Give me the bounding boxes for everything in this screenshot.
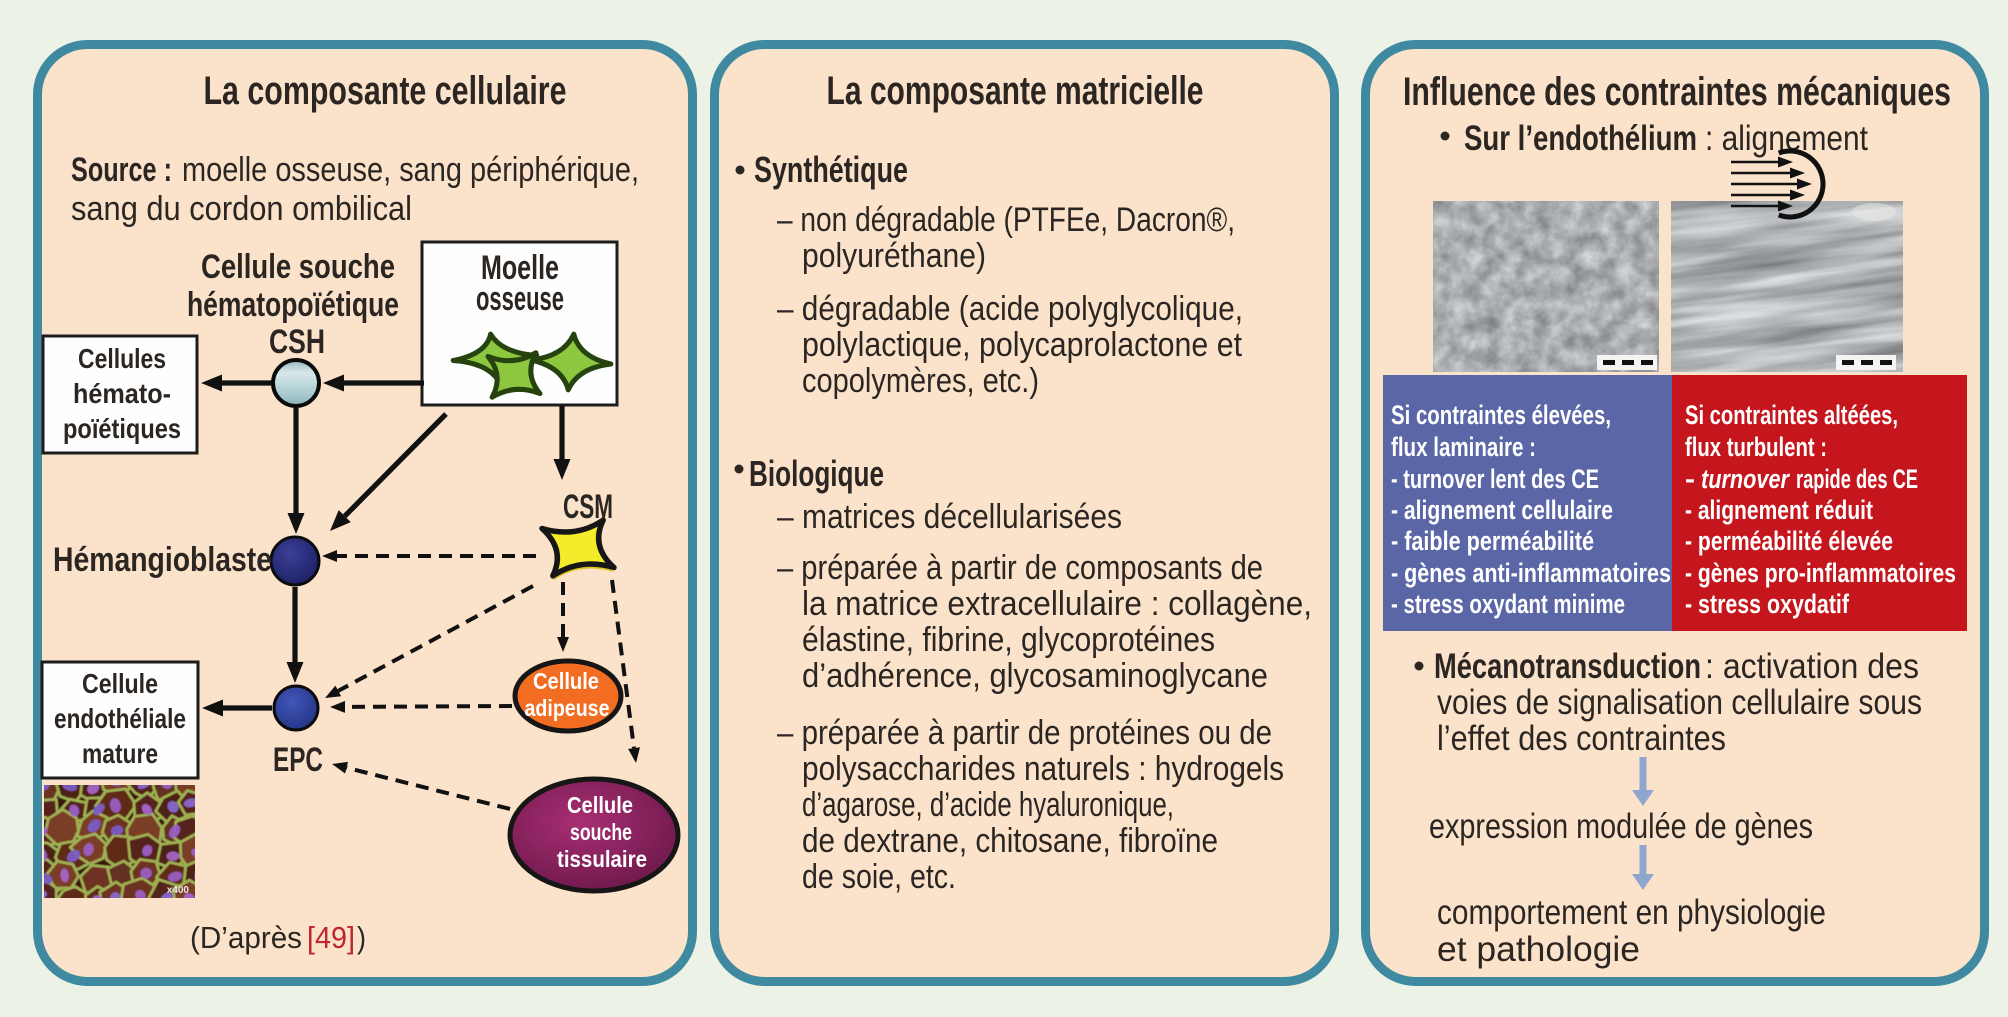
- svg-text:– matrices décellularisées: – matrices décellularisées: [777, 498, 1122, 536]
- svg-text:- alignement cellulaire: - alignement cellulaire: [1391, 495, 1613, 525]
- svg-text:élastine, fibrine, glycoprotéi: élastine, fibrine, glycoprotéines: [802, 621, 1215, 659]
- svg-text:- perméabilité élevée: - perméabilité élevée: [1685, 526, 1893, 556]
- svg-text:Si contraintes élevées,: Si contraintes élevées,: [1391, 400, 1611, 430]
- svg-text:flux laminaire :: flux laminaire :: [1391, 432, 1536, 462]
- svg-text:Hémangioblaste: Hémangioblaste: [53, 541, 272, 579]
- svg-text:Cellule: Cellule: [533, 668, 599, 694]
- svg-text:– dégradable (acide polyglycol: – dégradable (acide polyglycolique,: [777, 290, 1243, 328]
- svg-text:- stress oxydant minime: - stress oxydant minime: [1391, 589, 1625, 619]
- svg-text:moelle osseuse, sang périphéri: moelle osseuse, sang périphérique,: [182, 151, 639, 189]
- svg-text:sang du cordon ombilical: sang du cordon ombilical: [71, 190, 412, 228]
- svg-text:rapide des CE: rapide des CE: [1796, 464, 1918, 494]
- svg-text:comportement en physiologie: comportement en physiologie: [1437, 893, 1826, 932]
- svg-text:Sur l’endothélium: Sur l’endothélium: [1464, 119, 1697, 158]
- svg-text:d’adhérence, glycosaminoglycan: d’adhérence, glycosaminoglycane: [802, 657, 1268, 695]
- svg-text:- gènes pro-inflammatoires: - gènes pro-inflammatoires: [1685, 558, 1956, 588]
- svg-text:la matrice extracellulaire : c: la matrice extracellulaire : collagène,: [802, 585, 1312, 623]
- svg-text:de soie, etc.: de soie, etc.: [802, 858, 956, 896]
- svg-text:souche: souche: [570, 819, 632, 845]
- svg-text:hémato-: hémato-: [73, 378, 171, 409]
- svg-text:- gènes anti-inflammatoires: - gènes anti-inflammatoires: [1391, 558, 1671, 588]
- svg-text:Cellules: Cellules: [78, 343, 166, 374]
- svg-text:polyuréthane): polyuréthane): [802, 237, 986, 275]
- svg-text:Cellule: Cellule: [82, 668, 158, 699]
- svg-text:tissulaire: tissulaire: [557, 846, 647, 872]
- svg-text:Source :: Source :: [71, 151, 172, 189]
- svg-text:– non dégradable (PTFEe, Dacro: – non dégradable (PTFEe, Dacron®,: [777, 201, 1235, 239]
- svg-text:): ): [357, 920, 366, 955]
- svg-text:(D’après: (D’après: [190, 920, 302, 955]
- svg-text:hématopoïétique: hématopoïétique: [187, 286, 399, 324]
- svg-text:voies de signalisation cellula: voies de signalisation cellulaire sous: [1437, 683, 1922, 722]
- svg-text:l’effet des contraintes: l’effet des contraintes: [1437, 719, 1726, 758]
- svg-text:polylactique, polycaprolactone: polylactique, polycaprolactone et: [802, 326, 1242, 364]
- svg-text:d’agarose, d’acide hyaluroniqu: d’agarose, d’acide hyaluronique,: [802, 786, 1174, 824]
- svg-text:[49]: [49]: [307, 920, 355, 955]
- svg-text:poïétiques: poïétiques: [63, 413, 181, 444]
- svg-text:et pathologie: et pathologie: [1437, 930, 1640, 969]
- svg-text:x400: x400: [167, 885, 190, 896]
- svg-text:EPC: EPC: [273, 741, 323, 779]
- svg-text:La composante cellulaire: La composante cellulaire: [204, 69, 567, 113]
- svg-text:Cellule: Cellule: [567, 792, 633, 818]
- svg-text:- turnover lent des CE: - turnover lent des CE: [1391, 464, 1599, 494]
- svg-text:Si contraintes altéées,: Si contraintes altéées,: [1685, 400, 1898, 430]
- svg-text:Influence des contraintes méca: Influence des contraintes mécaniques: [1403, 70, 1951, 114]
- svg-text:Moelle: Moelle: [481, 249, 559, 287]
- svg-text:- faible perméabilité: - faible perméabilité: [1391, 526, 1594, 556]
- svg-text:osseuse: osseuse: [476, 280, 564, 318]
- svg-text:adipeuse: adipeuse: [525, 695, 610, 721]
- svg-text:de dextrane, chitosane, fibroï: de dextrane, chitosane, fibroïne: [802, 822, 1218, 860]
- svg-text:endothéliale: endothéliale: [54, 703, 186, 734]
- svg-text:– préparée à partir de composa: – préparée à partir de composants de: [777, 549, 1263, 587]
- svg-text:Biologique: Biologique: [749, 453, 884, 494]
- svg-text:turnover: turnover: [1701, 464, 1790, 494]
- svg-text:mature: mature: [82, 738, 158, 769]
- svg-text:copolymères, etc.): copolymères, etc.): [802, 362, 1039, 400]
- svg-text:- stress oxydatif: - stress oxydatif: [1685, 589, 1850, 619]
- svg-text:Synthétique: Synthétique: [754, 149, 908, 190]
- svg-text:polysaccharides naturels : hyd: polysaccharides naturels : hydrogels: [802, 750, 1284, 788]
- svg-text:expression modulée de gènes: expression modulée de gènes: [1429, 807, 1813, 846]
- svg-text:CSH: CSH: [269, 323, 325, 361]
- svg-text:Cellule souche: Cellule souche: [201, 248, 395, 286]
- svg-text:: activation des: : activation des: [1705, 647, 1919, 686]
- svg-text:La composante matricielle: La composante matricielle: [827, 69, 1204, 113]
- svg-text:– préparée à partir de protéin: – préparée à partir de protéines ou de: [777, 714, 1272, 752]
- svg-text:- alignement réduit: - alignement réduit: [1685, 495, 1873, 525]
- svg-text:-: -: [1685, 464, 1695, 494]
- svg-text:flux turbulent :: flux turbulent :: [1685, 432, 1827, 462]
- svg-text:Mécanotransduction: Mécanotransduction: [1434, 647, 1701, 686]
